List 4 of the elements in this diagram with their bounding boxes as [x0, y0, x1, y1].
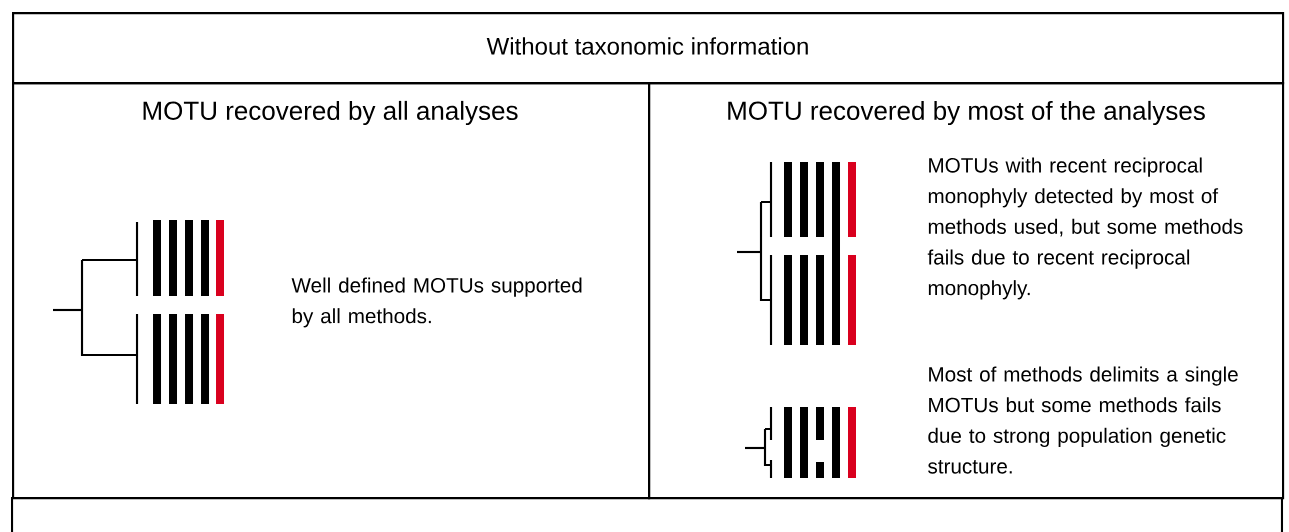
description-text: Well defined MOTUs supported by all methods. — [291, 277, 582, 328]
description-text: Most of methods delimits a single MOTUs but some methods fails due to strong population genetic structure. — [928, 366, 1238, 474]
title-bar: Without taxonomic information — [12, 12, 1285, 85]
description-text: MOTUs with recent reciprocal monophyly detected by most of methods used, but some methods fails due to recent reciprocal monophyly. — [927, 157, 1243, 300]
